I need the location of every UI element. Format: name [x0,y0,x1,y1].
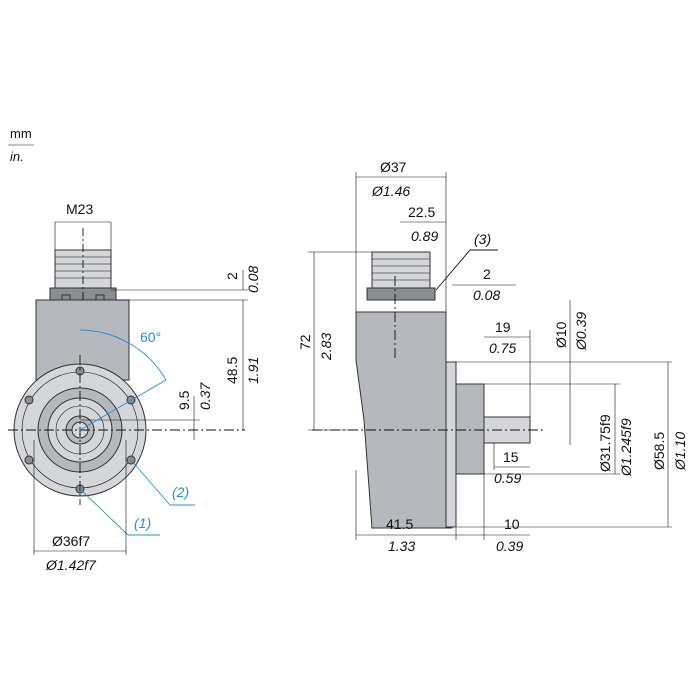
front-dim-2-mm: 2 [224,272,240,280]
unit-mm: mm [10,126,32,141]
side-dim-22-5-mm: 22.5 [408,204,435,220]
unit-in: in. [10,149,24,164]
side-pilot [455,383,485,475]
note-2-label: (2) [172,484,189,500]
connector-label: M23 [66,201,93,217]
front-connector [49,228,117,330]
side-dim-10-mm: 10 [504,516,520,532]
side-view: Ø37 Ø1.46 22.5 0.89 (3) 2 0.08 72 2.83 1… [297,159,688,554]
side-dia-37-mm: Ø37 [380,159,407,175]
angle-arc [79,329,167,381]
side-dim-22-5-in: 0.89 [411,228,438,244]
front-dia-36-in: Ø1.42f7 [45,557,97,573]
side-dim-41-5-in: 1.33 [388,538,415,554]
side-dia-31-75-in: Ø1.245f9 [618,418,634,477]
side-dim-2-in: 0.08 [473,287,500,303]
side-dim-72-mm: 72 [297,334,313,350]
side-dim-10-in: 0.39 [496,538,523,554]
front-view: 60° M23 2 0.08 48.5 1.91 9.5 0.37 (2) (1… [8,201,261,573]
front-dim-2-in: 0.08 [245,266,261,293]
side-dim-41-5-mm: 41.5 [386,516,413,532]
note-3-label: (3) [474,231,491,247]
front-dim-48-5-in: 1.91 [245,357,261,384]
side-dim-2-mm: 2 [483,266,491,282]
front-dia-36-mm: Ø36f7 [52,533,90,549]
front-dim-9-5-in: 0.37 [197,382,213,410]
angle-label: 60° [140,329,161,345]
side-dim-72-in: 2.83 [318,333,334,361]
units-legend: mm in. [8,126,34,164]
front-dim-48-5-mm: 48.5 [224,357,240,384]
side-flange [445,361,457,528]
note-1-label: (1) [134,515,151,531]
front-dim-9-5-mm: 9.5 [176,390,192,410]
side-dim-19-in: 0.75 [489,340,516,356]
side-dia-58-5-in: Ø1.10 [672,432,688,471]
side-connector [366,251,436,301]
side-dia-31-75-mm: Ø31.75f9 [597,414,613,472]
side-dim-15-in: 0.59 [494,470,521,486]
side-dia-37-in: Ø1.46 [371,183,410,199]
side-dim-19-mm: 19 [495,319,511,335]
side-dia-10-mm: Ø10 [553,321,569,348]
side-dia-10-in: Ø0.39 [573,312,589,351]
side-housing [355,311,453,529]
side-dia-58-5-mm: Ø58.5 [651,432,667,470]
side-dim-15-mm: 15 [503,449,519,465]
